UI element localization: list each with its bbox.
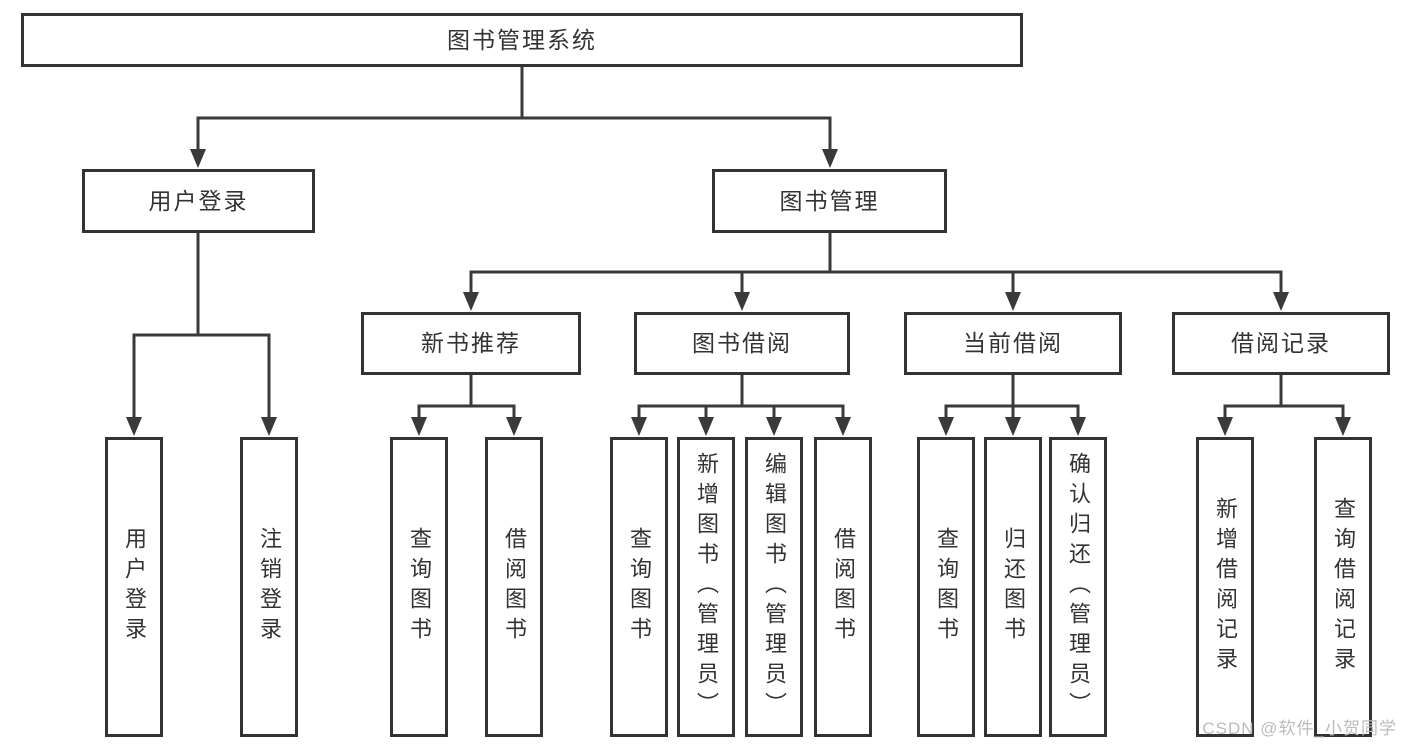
leaf-label: 借阅图书 xyxy=(831,527,856,647)
connector-user-login-to-leaves xyxy=(126,233,277,436)
arrow-down-icon xyxy=(463,292,479,311)
arrow-down-icon xyxy=(1217,417,1233,436)
leaf-label: 新增图书（管理员） xyxy=(694,452,719,722)
node-book-borrowing: 图书借阅 xyxy=(634,312,850,375)
leaf-label: 查询图书 xyxy=(627,527,652,647)
arrow-down-icon xyxy=(126,417,142,436)
leaf-query-books-current: 查询图书 xyxy=(917,437,975,737)
leaf-label: 用户登录 xyxy=(122,527,147,647)
arrow-down-icon xyxy=(822,149,838,168)
leaf-label: 确认归还（管理员） xyxy=(1066,452,1091,722)
leaf-query-books-recommend: 查询图书 xyxy=(390,437,448,737)
leaf-label: 查询借阅记录 xyxy=(1331,497,1356,677)
leaf-label: 编辑图书（管理员） xyxy=(762,452,787,722)
node-label: 图书管理系统 xyxy=(447,26,597,53)
node-root: 图书管理系统 xyxy=(21,13,1023,67)
node-label: 用户登录 xyxy=(148,187,249,214)
leaf-label: 查询图书 xyxy=(407,527,432,647)
node-label: 当前借阅 xyxy=(963,330,1063,356)
leaf-return-book: 归还图书 xyxy=(984,437,1042,737)
arrow-down-icon xyxy=(1070,417,1086,436)
leaf-query-books-borrowing: 查询图书 xyxy=(610,437,668,737)
node-current-borrowing: 当前借阅 xyxy=(904,312,1122,375)
arrow-down-icon xyxy=(1005,292,1021,311)
csdn-watermark: CSDN @软件_小贺同学 xyxy=(1202,719,1397,739)
node-label: 图书借阅 xyxy=(692,330,792,356)
arrow-down-icon xyxy=(411,417,427,436)
arrow-down-icon xyxy=(261,417,277,436)
arrow-down-icon xyxy=(506,417,522,436)
leaf-logout: 注销登录 xyxy=(240,437,298,737)
leaf-label: 归还图书 xyxy=(1001,527,1026,647)
arrow-down-icon xyxy=(734,292,750,311)
leaf-label: 借阅图书 xyxy=(502,527,527,647)
arrow-down-icon xyxy=(698,417,714,436)
node-label: 新书推荐 xyxy=(421,330,521,356)
leaf-user-login: 用户登录 xyxy=(105,437,163,737)
node-book-management: 图书管理 xyxy=(712,169,947,233)
arrow-down-icon xyxy=(1005,417,1021,436)
leaf-add-book-admin: 新增图书（管理员） xyxy=(677,437,735,737)
leaf-edit-book-admin: 编辑图书（管理员） xyxy=(745,437,803,737)
leaf-label: 注销登录 xyxy=(257,527,282,647)
arrow-down-icon xyxy=(835,417,851,436)
leaf-borrow-books-borrowing: 借阅图书 xyxy=(814,437,872,737)
node-label: 图书管理 xyxy=(779,187,880,214)
connector-borrowing-records-to-leaves xyxy=(1217,375,1351,436)
connector-book-management-to-level3 xyxy=(463,232,1289,311)
connector-new-book-recommend-to-leaves xyxy=(411,375,522,436)
node-label: 借阅记录 xyxy=(1231,330,1331,356)
connector-book-borrowing-to-leaves xyxy=(631,375,851,436)
connector-root-to-level2 xyxy=(190,67,838,168)
arrow-down-icon xyxy=(1273,292,1289,311)
leaf-add-borrow-record: 新增借阅记录 xyxy=(1196,437,1254,737)
leaf-label: 新增借阅记录 xyxy=(1213,497,1238,677)
arrow-down-icon xyxy=(1335,417,1351,436)
node-new-book-recommend: 新书推荐 xyxy=(361,312,581,375)
arrow-down-icon xyxy=(766,417,782,436)
node-user-login: 用户登录 xyxy=(82,169,315,233)
arrow-down-icon xyxy=(631,417,647,436)
arrow-down-icon xyxy=(190,149,206,168)
leaf-borrow-books-recommend: 借阅图书 xyxy=(485,437,543,737)
connector-current-borrowing-to-leaves xyxy=(938,375,1086,436)
leaf-label: 查询图书 xyxy=(934,527,959,647)
arrow-down-icon xyxy=(938,417,954,436)
leaf-confirm-return-admin: 确认归还（管理员） xyxy=(1049,437,1107,737)
node-borrowing-records: 借阅记录 xyxy=(1172,312,1390,375)
leaf-query-borrow-record: 查询借阅记录 xyxy=(1314,437,1372,737)
